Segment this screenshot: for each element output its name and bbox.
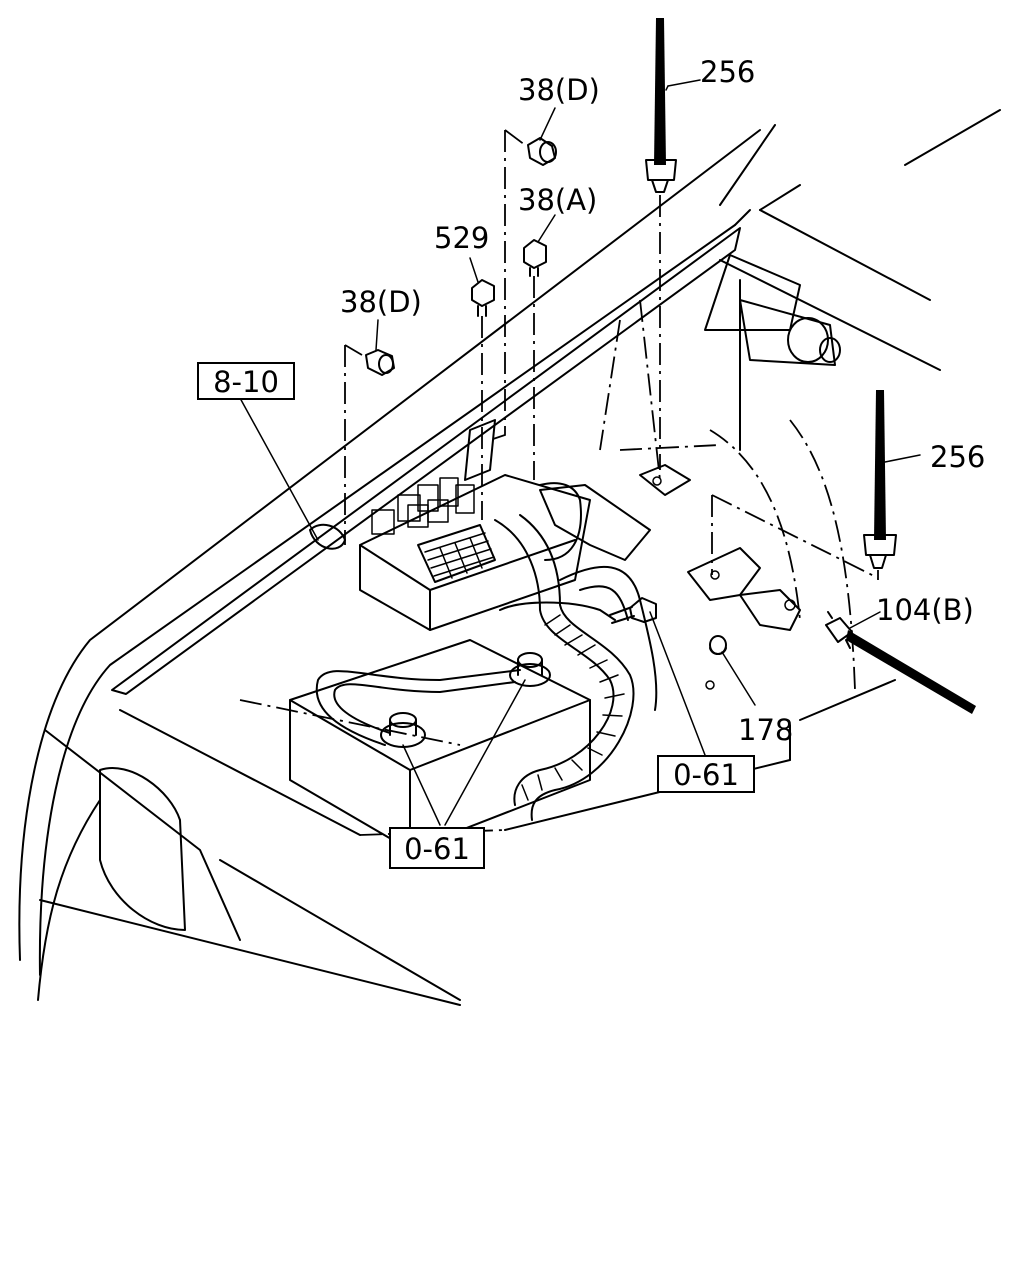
wiring-harness (494, 482, 658, 821)
ref-box-ground: 0-61 (657, 755, 755, 793)
bolt-38a-icon (523, 239, 547, 277)
ground-bolt-icon (609, 597, 657, 624)
ref-box-battery: 0-61 (389, 827, 485, 869)
label-tie-top: 256 (700, 55, 755, 89)
battery-terminal-rear (509, 652, 551, 687)
clip-104b-icon (825, 611, 976, 714)
plug-178-icon (709, 635, 727, 655)
label-bolt-529: 529 (434, 221, 489, 255)
ref-label-battery-terminal: 0-61 (404, 832, 470, 866)
label-bolt-38a: 38(A) (518, 183, 597, 217)
leader-lines (239, 79, 921, 826)
mount-pads (639, 464, 801, 690)
label-tie-right: 256 (930, 440, 985, 474)
ref-box-relay: 8-10 (197, 362, 295, 400)
bolt-38d-left-icon (365, 349, 395, 376)
bolt-38d-top-icon (527, 137, 557, 166)
wiper-motor (704, 254, 841, 366)
cable-tie-right-icon (863, 390, 897, 569)
ref-label-ground-bolt: 0-61 (673, 758, 739, 792)
ref-label-relay-box: 8-10 (213, 365, 279, 399)
cable-tie-top-icon (645, 18, 677, 193)
label-clip-104b: 104(B) (876, 593, 974, 627)
assembly-lines (344, 129, 879, 580)
relay-box (309, 419, 651, 631)
bolt-529-icon (471, 279, 495, 317)
label-plug-178: 178 (738, 713, 793, 747)
vehicle-body (18, 109, 1001, 1006)
label-bolt-38d-top: 38(D) (518, 73, 600, 107)
battery (289, 639, 591, 851)
label-bolt-38d-left: 38(D) (340, 285, 422, 319)
